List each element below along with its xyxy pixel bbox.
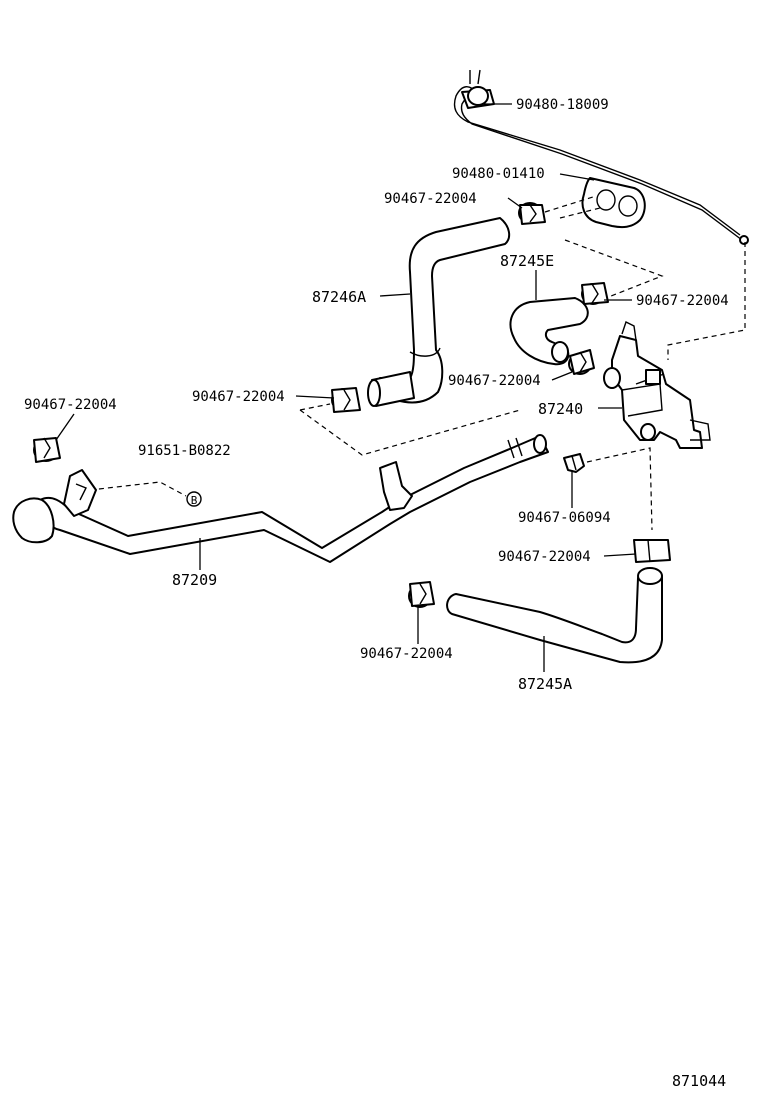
- pipe-87209-part: [12, 434, 549, 563]
- label-bolt: 91651-B0822: [138, 443, 231, 459]
- grommet-cable-part: [453, 69, 749, 245]
- hose-87245e-part: [509, 297, 589, 366]
- grommet-plate-part: [581, 177, 646, 229]
- label-hose-upper-left: 87246A: [312, 288, 366, 306]
- clamp-right-upper-part: [581, 282, 609, 305]
- label-clamp-far-left: 90467-22004: [24, 397, 117, 413]
- label-grommet-plate: 90480-01410: [452, 166, 545, 182]
- assembly-dashed-lines: [89, 195, 746, 531]
- water-valve-87240-part: [603, 321, 711, 449]
- clamp-lower-right-part: [633, 539, 671, 563]
- clamp-mid-left-part: [331, 387, 361, 413]
- label-valve: 87240: [538, 400, 583, 418]
- clip-90467-06094-part: [563, 453, 585, 473]
- hose-87245a-part: [446, 567, 663, 664]
- label-clip: 90467-06094: [518, 510, 611, 526]
- label-clamp-right-upper: 90467-22004: [636, 293, 729, 309]
- clamp-mid-right-part: [568, 349, 595, 375]
- label-hose-lower: 87245A: [518, 675, 572, 693]
- label-grommet-top: 90480-18009: [516, 97, 609, 113]
- bolt-marker: B: [186, 491, 202, 507]
- label-clamp-mid-left: 90467-22004: [192, 389, 285, 405]
- clamp-far-left-part: [33, 437, 61, 463]
- leader-lines: [55, 103, 637, 672]
- label-clamp-lower-right: 90467-22004: [498, 549, 591, 565]
- clamp-top-left-part: [518, 202, 546, 225]
- label-hose-upper-right: 87245E: [500, 252, 554, 270]
- label-pipe: 87209: [172, 571, 217, 589]
- label-clamp-lower-left: 90467-22004: [360, 646, 453, 662]
- bolt-marker-letter: B: [191, 494, 198, 507]
- label-diagram-number: 871044: [672, 1072, 726, 1090]
- clamp-lower-left-part: [408, 581, 435, 608]
- label-clamp-top-left: 90467-22004: [384, 191, 477, 207]
- label-clamp-mid-right: 90467-22004: [448, 373, 541, 389]
- hose-87246a-part: [367, 217, 511, 407]
